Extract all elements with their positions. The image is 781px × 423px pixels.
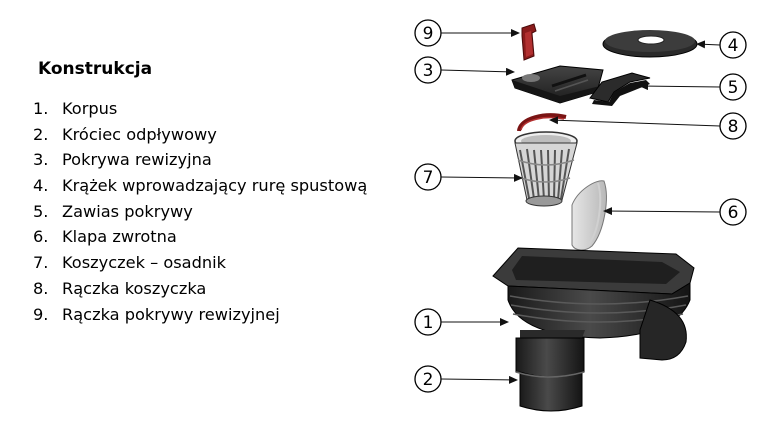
callout-1: 1 <box>414 308 509 336</box>
part-label: Rączka pokrywy rewizyjnej <box>62 304 280 324</box>
svg-text:1: 1 <box>423 313 434 333</box>
legend-panel: Konstrukcja 1.Korpus 2.Króciec odpływowy… <box>0 0 390 423</box>
check-flap-part <box>571 180 607 251</box>
callout-4: 4 <box>696 31 747 59</box>
svg-text:2: 2 <box>423 370 434 390</box>
svg-text:8: 8 <box>728 117 739 137</box>
parts-list: 1.Korpus 2.Króciec odpływowy 3.Pokrywa r… <box>33 96 367 327</box>
list-item: 3.Pokrywa rewizyjna <box>33 150 212 170</box>
lid-handle-part <box>521 23 537 61</box>
part-label: Króciec odpływowy <box>62 124 217 144</box>
part-label: Rączka koszyczka <box>62 278 207 298</box>
downpipe-guide-ring-part <box>602 30 698 58</box>
part-label: Zawias pokrywy <box>62 201 193 221</box>
page-title: Konstrukcja <box>38 59 153 79</box>
basket-part <box>514 131 578 207</box>
callout-2: 2 <box>414 365 518 393</box>
svg-text:3: 3 <box>423 61 434 81</box>
svg-text:4: 4 <box>728 36 739 56</box>
callout-8: 8 <box>549 112 747 140</box>
list-item: 7.Koszyczek – osadnik <box>33 253 227 273</box>
svg-text:7: 7 <box>423 168 434 188</box>
body-part <box>492 247 695 361</box>
svg-text:6: 6 <box>728 203 739 223</box>
lid-hinge-part <box>589 72 651 106</box>
svg-text:9: 9 <box>423 24 434 44</box>
part-label: Koszyczek – osadnik <box>62 253 227 273</box>
inspection-lid-part <box>511 65 604 104</box>
part-label: Pokrywa rewizyjna <box>62 150 212 170</box>
callout-7: 7 <box>414 163 523 191</box>
list-item: 4.Krążek wprowadzający rurę spustową <box>33 176 368 196</box>
list-item: 6.Klapa zwrotna <box>33 227 177 247</box>
list-item: 1.Korpus <box>33 99 118 118</box>
callout-9: 9 <box>414 19 520 47</box>
list-item: 8.Rączka koszyczka <box>33 278 207 298</box>
list-item: 9.Rączka pokrywy rewizyjnej <box>33 304 280 324</box>
part-label: Krążek wprowadzający rurę spustową <box>62 176 368 196</box>
callout-3: 3 <box>414 56 515 84</box>
list-item: 2.Króciec odpływowy <box>33 124 217 144</box>
list-item: 5.Zawias pokrywy <box>33 201 193 221</box>
callout-6: 6 <box>603 198 747 226</box>
outlet-pipe-part <box>515 337 585 412</box>
basket-handle-part <box>517 113 567 132</box>
part-label: Korpus <box>62 99 118 118</box>
part-label: Klapa zwrotna <box>62 227 177 247</box>
svg-text:5: 5 <box>728 78 739 98</box>
callout-5: 5 <box>639 73 747 101</box>
